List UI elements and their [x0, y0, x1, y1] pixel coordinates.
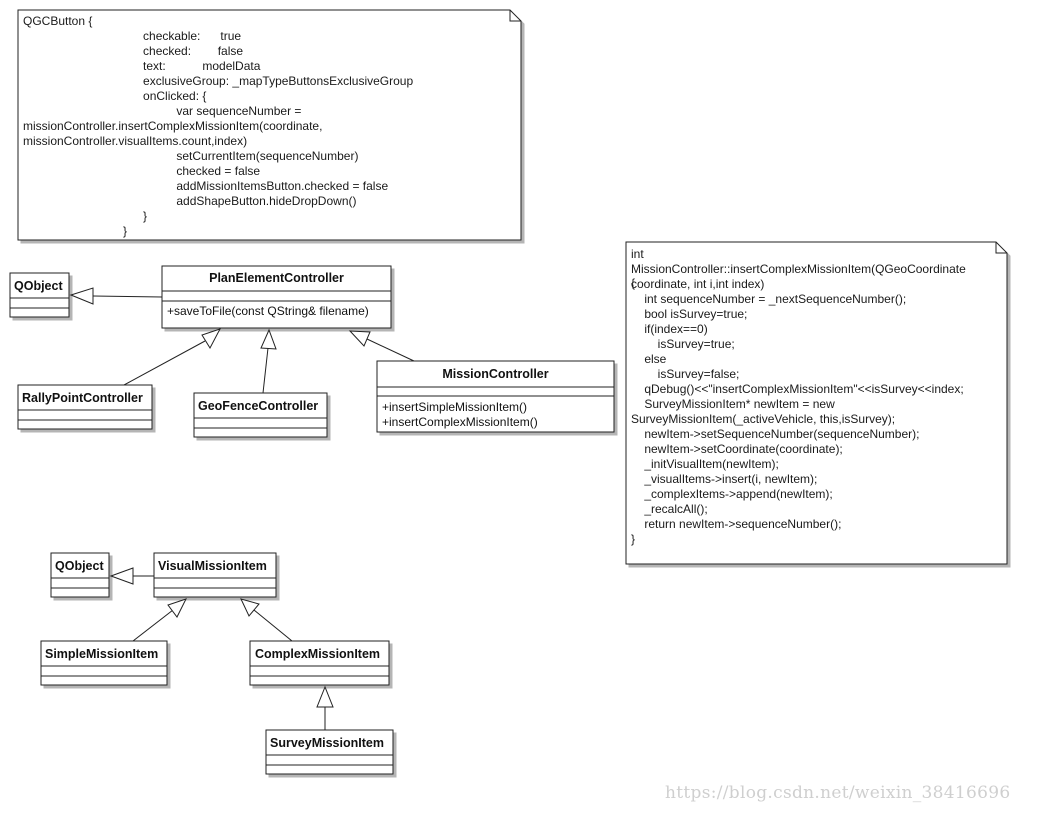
qobject-1-box — [9, 272, 70, 318]
qgc-button-note-text: QGCButton { checkable: true checked: fal… — [23, 14, 517, 238]
note-line: bool isSurvey=true; — [631, 307, 748, 321]
visual-mission-item-box — [153, 552, 277, 598]
mission-controller-op-complex: +insertComplexMissionItem() — [382, 415, 538, 429]
simple-mission-item-name: SimpleMissionItem — [45, 647, 159, 661]
note-line: isSurvey=true; — [631, 337, 735, 351]
mission-controller-op-simple: +insertSimpleMissionItem() — [382, 400, 528, 414]
note-line: if(index==0) — [631, 322, 708, 336]
plan-element-controller-name: PlanElementController — [209, 271, 344, 285]
complex-mission-item-name: ComplexMissionItem — [255, 647, 381, 661]
generalization-mission-to-plan — [348, 330, 415, 362]
geo-fence-controller-name: GeoFenceController — [198, 399, 319, 413]
qgc-button-note-shape — [17, 9, 522, 241]
visual-mission-item-name: VisualMissionItem — [158, 559, 267, 573]
note-line: } — [631, 532, 636, 546]
note-line: checked = false — [23, 164, 261, 178]
note-line: isSurvey=false; — [631, 367, 740, 381]
plan-element-controller-op-save: +saveToFile(const QString& filename) — [167, 304, 369, 318]
generalization-visual-to-qobject — [109, 567, 154, 585]
simple-mission-item-box — [40, 640, 168, 686]
note-line: QGCButton { — [23, 14, 93, 28]
note-line: MissionController::insertComplexMissionI… — [631, 262, 966, 276]
plan-element-controller-box — [161, 265, 392, 329]
note-line: else — [631, 352, 667, 366]
note-line: checked: false — [23, 44, 244, 58]
note-line: setCurrentItem(sequenceNumber) — [23, 149, 359, 163]
mission-controller-box — [376, 360, 615, 433]
note-line: var sequenceNumber = — [23, 104, 302, 118]
note-line: SurveyMissionItem* newItem = new — [631, 397, 835, 411]
note-line: text: modelData — [23, 59, 261, 73]
note-line: _initVisualItem(newItem); — [631, 457, 779, 471]
note-line: } — [23, 209, 148, 223]
complex-mission-item-box — [249, 640, 390, 686]
qobject-2-name: QObject — [55, 559, 104, 573]
survey-mission-item-name: SurveyMissionItem — [270, 736, 384, 750]
geo-fence-controller-box — [193, 392, 328, 438]
qobject-1-name: QObject — [14, 279, 63, 293]
rally-point-controller-box — [17, 384, 153, 430]
generalization-plan-to-qobject — [69, 287, 163, 305]
generalization-survey-to-complex — [316, 685, 334, 730]
note-line: missionController.visualItems.count,inde… — [23, 134, 248, 148]
note-line: _recalcAll(); — [631, 502, 708, 516]
note-line: checkable: true — [23, 29, 242, 43]
note-line: coordinate, int i,int index) — [631, 277, 765, 291]
rally-point-controller-name: RallyPointController — [22, 391, 143, 405]
note-line: addMissionItemsButton.checked = false — [23, 179, 389, 193]
generalization-rally-to-plan — [123, 328, 222, 386]
watermark-url: https://blog.csdn.net/weixin_38416696 — [665, 783, 1011, 803]
note-line: } — [23, 224, 128, 238]
survey-mission-item-box — [265, 729, 394, 775]
note-line: missionController.insertComplexMissionIt… — [23, 119, 323, 133]
note-line: int sequenceNumber = _nextSequenceNumber… — [631, 292, 907, 306]
generalization-geofence-to-plan — [260, 328, 277, 394]
note-line: int — [631, 247, 644, 261]
insert-complex-note-shape — [625, 241, 1008, 565]
note-line: newItem->setCoordinate(coordinate); — [631, 442, 843, 456]
note-line: return newItem->sequenceNumber(); — [631, 517, 842, 531]
note-line: _complexItems->append(newItem); — [631, 487, 833, 501]
note-line: newItem->setSequenceNumber(sequenceNumbe… — [631, 427, 920, 441]
mission-controller-name: MissionController — [442, 367, 549, 381]
generalization-simple-to-visual — [132, 598, 187, 642]
generalization-complex-to-visual — [240, 598, 293, 642]
note-line: addShapeButton.hideDropDown() — [23, 194, 357, 208]
note-line: onClicked: { — [23, 89, 207, 103]
qobject-2-box — [50, 552, 110, 598]
insert-complex-note-open-brace: { — [631, 276, 636, 290]
note-line: exclusiveGroup: _mapTypeButtonsExclusive… — [23, 74, 414, 88]
note-line: SurveyMissionItem(_activeVehicle, this,i… — [631, 412, 896, 426]
note-line: _visualItems->insert(i, newItem); — [631, 472, 818, 486]
note-line: qDebug()<<"insertComplexMissionItem"<<is… — [631, 382, 964, 396]
